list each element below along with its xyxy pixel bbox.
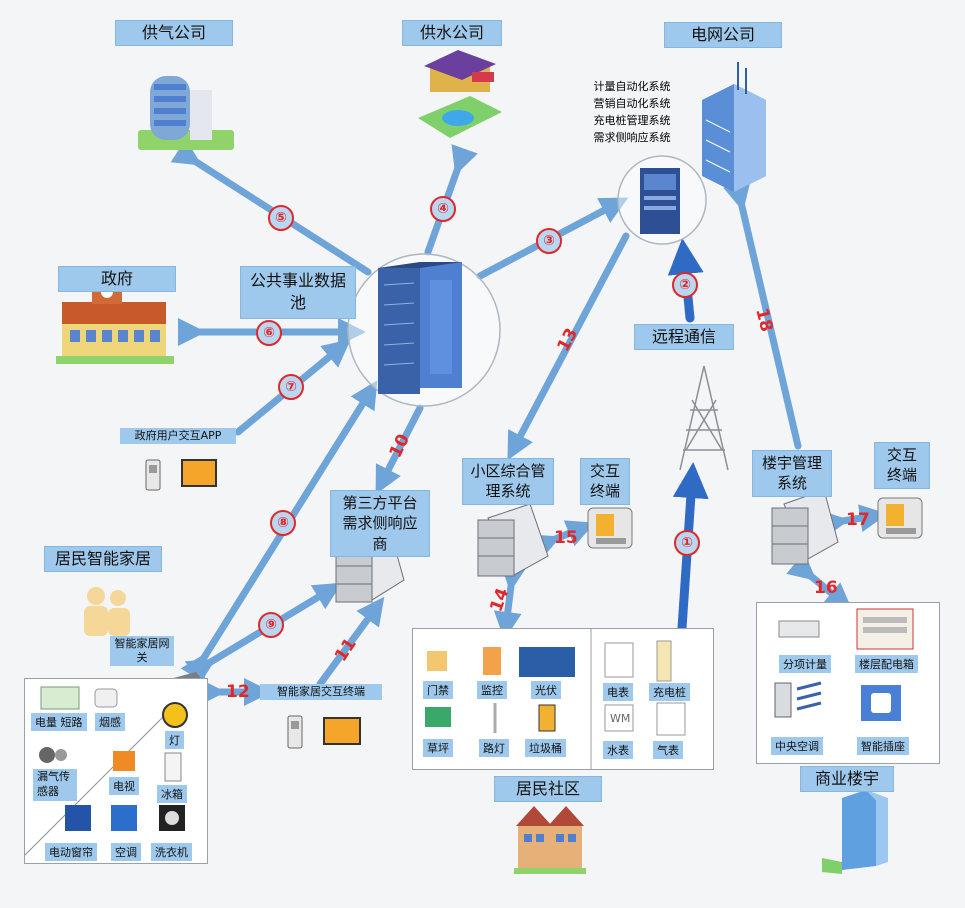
device-tv: 电视: [109, 777, 139, 795]
data-pool-server-icon: [378, 262, 462, 394]
device-distribution-box: 楼层配电箱: [855, 655, 918, 673]
smart-gateway-label: 智能家居网关: [110, 636, 174, 666]
device-lawn: 草坪: [423, 739, 453, 757]
device-meter-breaker: 电量 短路: [31, 713, 87, 731]
data-pool-label: 公共事业数据池: [240, 266, 356, 319]
link-10: [375, 404, 424, 495]
grid-system-item: 计量自动化系统: [593, 80, 671, 93]
device-ac: 空调: [111, 843, 141, 861]
building-panel: 分项计量 楼层配电箱 中央空调 智能插座: [756, 602, 940, 764]
device-gate: 门禁: [423, 681, 453, 699]
device-washer: 洗衣机: [151, 843, 192, 861]
link-16: [786, 552, 853, 611]
link-14: [493, 562, 528, 640]
residential-community-label: 居民社区: [494, 776, 602, 802]
government-label: 政府: [58, 266, 176, 292]
device-gas-meter: 气表: [653, 741, 683, 759]
community-rack-icon: [477, 503, 549, 577]
building-panel-art: [774, 608, 914, 721]
device-water-meter: 水表: [603, 741, 633, 759]
home-terminal-phone-icon: [287, 715, 303, 749]
third-party-label: 第三方平台需求侧响应商: [330, 490, 430, 557]
link-12-number: 12: [226, 682, 250, 702]
community-panel-art: [425, 629, 686, 769]
community-terminal-label: 交互终端: [580, 458, 630, 505]
building-terminal-icon: [877, 497, 923, 539]
gov-app-tablet-icon: [181, 459, 217, 487]
device-sub-meter: 分项计量: [779, 655, 831, 673]
gov-app-phone-icon: [145, 459, 161, 491]
grid-system-item: 营销自动化系统: [593, 97, 671, 110]
device-gas-leak: 漏气传感器: [33, 769, 77, 801]
device-smoke: 烟感: [95, 713, 125, 731]
grid-company-building-icon: [702, 62, 766, 192]
device-lamp: 灯: [165, 731, 184, 749]
link-17: [819, 504, 888, 539]
gov-app-label: 政府用户交互APP: [120, 428, 236, 444]
link-6-number: ⑥: [256, 320, 282, 346]
link-13: [507, 232, 630, 461]
smart-home-panel: 电量 短路 烟感 灯 漏气传感器 电视 冰箱 电动窗帘 空调 洗衣机: [24, 678, 208, 864]
community-mgmt-label: 小区综合管理系统: [462, 458, 554, 505]
device-pv: 光伏: [531, 681, 561, 699]
remote-comm-label: 远程通信: [634, 324, 734, 350]
grid-company-label: 电网公司: [664, 22, 782, 48]
commercial-tower-icon: [822, 790, 888, 874]
grid-server-icon: [640, 168, 680, 234]
device-central-ac: 中央空调: [771, 737, 823, 755]
building-mgmt-label: 楼宇管理系统: [752, 450, 832, 497]
device-elec-meter: 电表: [603, 683, 633, 701]
link-8-number: ⑧: [270, 510, 296, 536]
link-1-number: ①: [674, 530, 700, 556]
gas-company-building-icon: [138, 76, 234, 150]
link-15-number: 15: [554, 528, 578, 548]
device-smart-socket: 智能插座: [857, 737, 909, 755]
link-2-number: ②: [672, 272, 698, 298]
water-meter-icon-text: WM: [610, 712, 631, 725]
smart-home-terminal-label: 智能家居交互终端: [260, 684, 382, 700]
smart-home-panel-art: [25, 686, 188, 856]
link-17-number: 17: [846, 510, 870, 530]
residential-houses-icon: [514, 806, 586, 874]
link-4-number: ④: [430, 196, 456, 222]
gas-company-label: 供气公司: [115, 20, 233, 46]
radio-tower-icon: [679, 365, 729, 471]
link-18: [723, 181, 802, 450]
device-fridge: 冰箱: [157, 785, 187, 803]
building-terminal-label: 交互终端: [874, 442, 930, 489]
link-5-number: ⑤: [268, 205, 294, 231]
grid-system-item: 需求侧响应系统: [593, 131, 671, 144]
home-terminal-tablet-icon: [323, 717, 361, 745]
community-terminal-icon: [587, 507, 633, 549]
link-3-number: ③: [536, 228, 562, 254]
water-company-icon: [418, 50, 502, 138]
grid-system-item: 充电桩管理系统: [593, 114, 671, 127]
water-company-label: 供水公司: [402, 20, 502, 46]
building-rack-icon: [771, 489, 839, 565]
family-figures-icon: [84, 587, 130, 636]
commercial-building-label: 商业楼宇: [800, 766, 894, 792]
device-trash: 垃圾桶: [525, 739, 566, 757]
device-charger: 充电桩: [649, 683, 690, 701]
link-15: [529, 520, 595, 561]
device-monitor: 监控: [477, 681, 507, 699]
community-panel: WM 门禁 监控 光伏 草坪 路灯 垃圾桶 电表 充电桩 水表 气表: [412, 628, 714, 770]
link-11: [316, 596, 385, 688]
link-9-number: ⑨: [258, 612, 284, 638]
link-7-number: ⑦: [278, 374, 304, 400]
grid-systems-list: 计量自动化系统营销自动化系统充电桩管理系统需求侧响应系统: [578, 78, 686, 146]
smart-home-label: 居民智能家居: [44, 546, 162, 572]
link-16-number: 16: [814, 578, 838, 598]
device-curtain: 电动窗帘: [45, 843, 97, 861]
device-streetlight: 路灯: [479, 739, 509, 757]
